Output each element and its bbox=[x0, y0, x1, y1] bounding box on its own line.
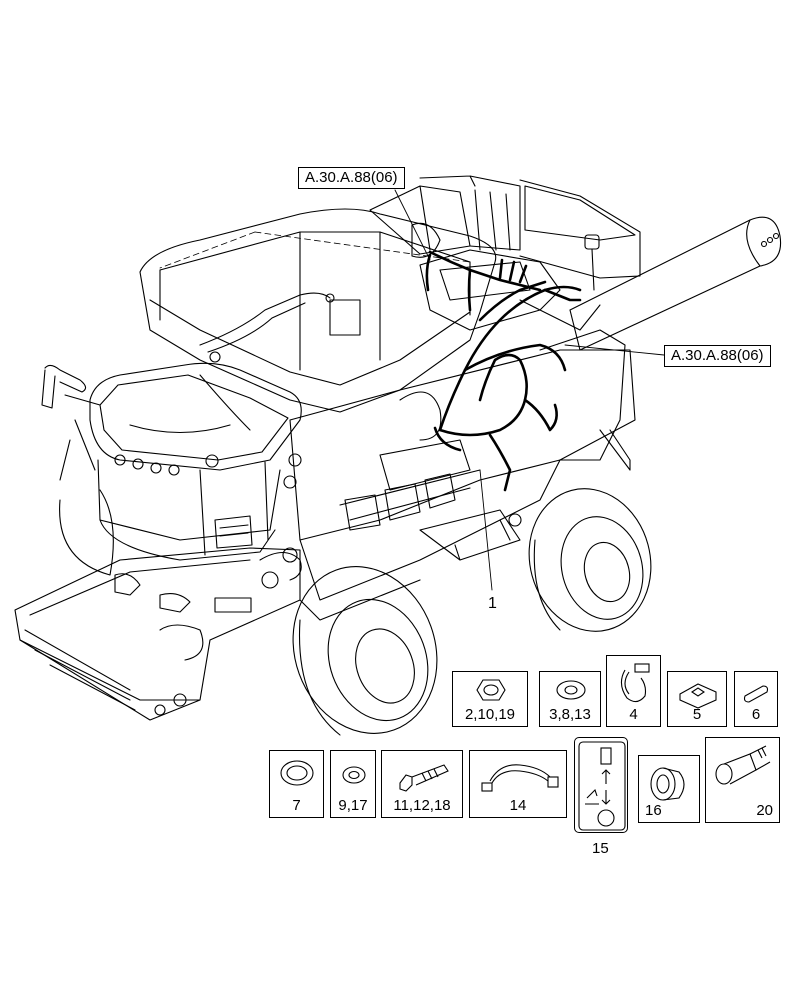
operator-cab bbox=[41, 362, 302, 576]
grain-tank bbox=[139, 208, 497, 413]
part-box-wire[interactable]: 14 bbox=[469, 750, 567, 818]
part-label-lockwasher: 9,17 bbox=[338, 797, 368, 814]
part-box-bracket[interactable]: 5 bbox=[667, 671, 727, 727]
leader-lines bbox=[394, 189, 665, 591]
front-wheel bbox=[292, 566, 438, 736]
part-label-wire: 14 bbox=[509, 797, 527, 814]
part-label-washer: 3,8,13 bbox=[549, 706, 591, 723]
front-feeder bbox=[14, 547, 421, 721]
part-box-grommet[interactable]: 7 bbox=[269, 750, 324, 818]
axle-frame bbox=[419, 509, 522, 561]
engine-compartment bbox=[369, 175, 641, 331]
wire-harness-icon bbox=[481, 764, 559, 792]
bracket-icon bbox=[679, 683, 717, 709]
lock-washer-icon bbox=[342, 766, 366, 784]
part-box-nut[interactable]: 2,10,19 bbox=[452, 671, 528, 727]
part-box-decal[interactable] bbox=[574, 737, 628, 833]
part-label-nut: 2,10,19 bbox=[464, 706, 516, 723]
grommet-icon bbox=[280, 760, 314, 786]
part-box-pin[interactable]: 6 bbox=[734, 671, 778, 727]
part-label-clamp: 4 bbox=[629, 706, 638, 723]
part-label-pin: 6 bbox=[751, 706, 761, 723]
bolt-icon bbox=[399, 764, 449, 792]
unloading-auger bbox=[519, 216, 782, 351]
part-label-bolt: 11,12,18 bbox=[393, 797, 451, 814]
pin-icon bbox=[743, 685, 769, 703]
part-label-decal: 15 bbox=[592, 840, 609, 857]
sensor-icon bbox=[715, 745, 771, 785]
part-label-cap: 16 bbox=[645, 802, 662, 819]
protective-cap-icon bbox=[650, 767, 685, 801]
machine-body bbox=[214, 329, 636, 601]
part-label-grommet: 7 bbox=[292, 797, 301, 814]
decal-icon bbox=[578, 741, 626, 831]
wiring-harness bbox=[425, 250, 582, 492]
flat-washer-icon bbox=[556, 680, 586, 700]
part-box-lockwasher[interactable]: 9,17 bbox=[330, 750, 376, 818]
cable-clamp-icon bbox=[620, 663, 650, 703]
part-box-washer[interactable]: 3,8,13 bbox=[539, 671, 601, 727]
part-box-sensor[interactable]: 20 bbox=[705, 737, 780, 823]
part-box-clamp[interactable]: 4 bbox=[606, 655, 661, 727]
hex-nut-icon bbox=[476, 679, 506, 701]
reference-top[interactable]: A.30.A.88(06) bbox=[298, 167, 405, 189]
rear-wheel bbox=[528, 488, 652, 632]
part-label-bracket: 5 bbox=[692, 706, 702, 723]
reference-right[interactable]: A.30.A.88(06) bbox=[664, 345, 771, 367]
part-box-bolt[interactable]: 11,12,18 bbox=[381, 750, 463, 818]
callout-harness: 1 bbox=[488, 595, 497, 612]
part-box-cap[interactable]: 16 bbox=[638, 755, 700, 823]
part-label-sensor: 20 bbox=[756, 802, 773, 819]
